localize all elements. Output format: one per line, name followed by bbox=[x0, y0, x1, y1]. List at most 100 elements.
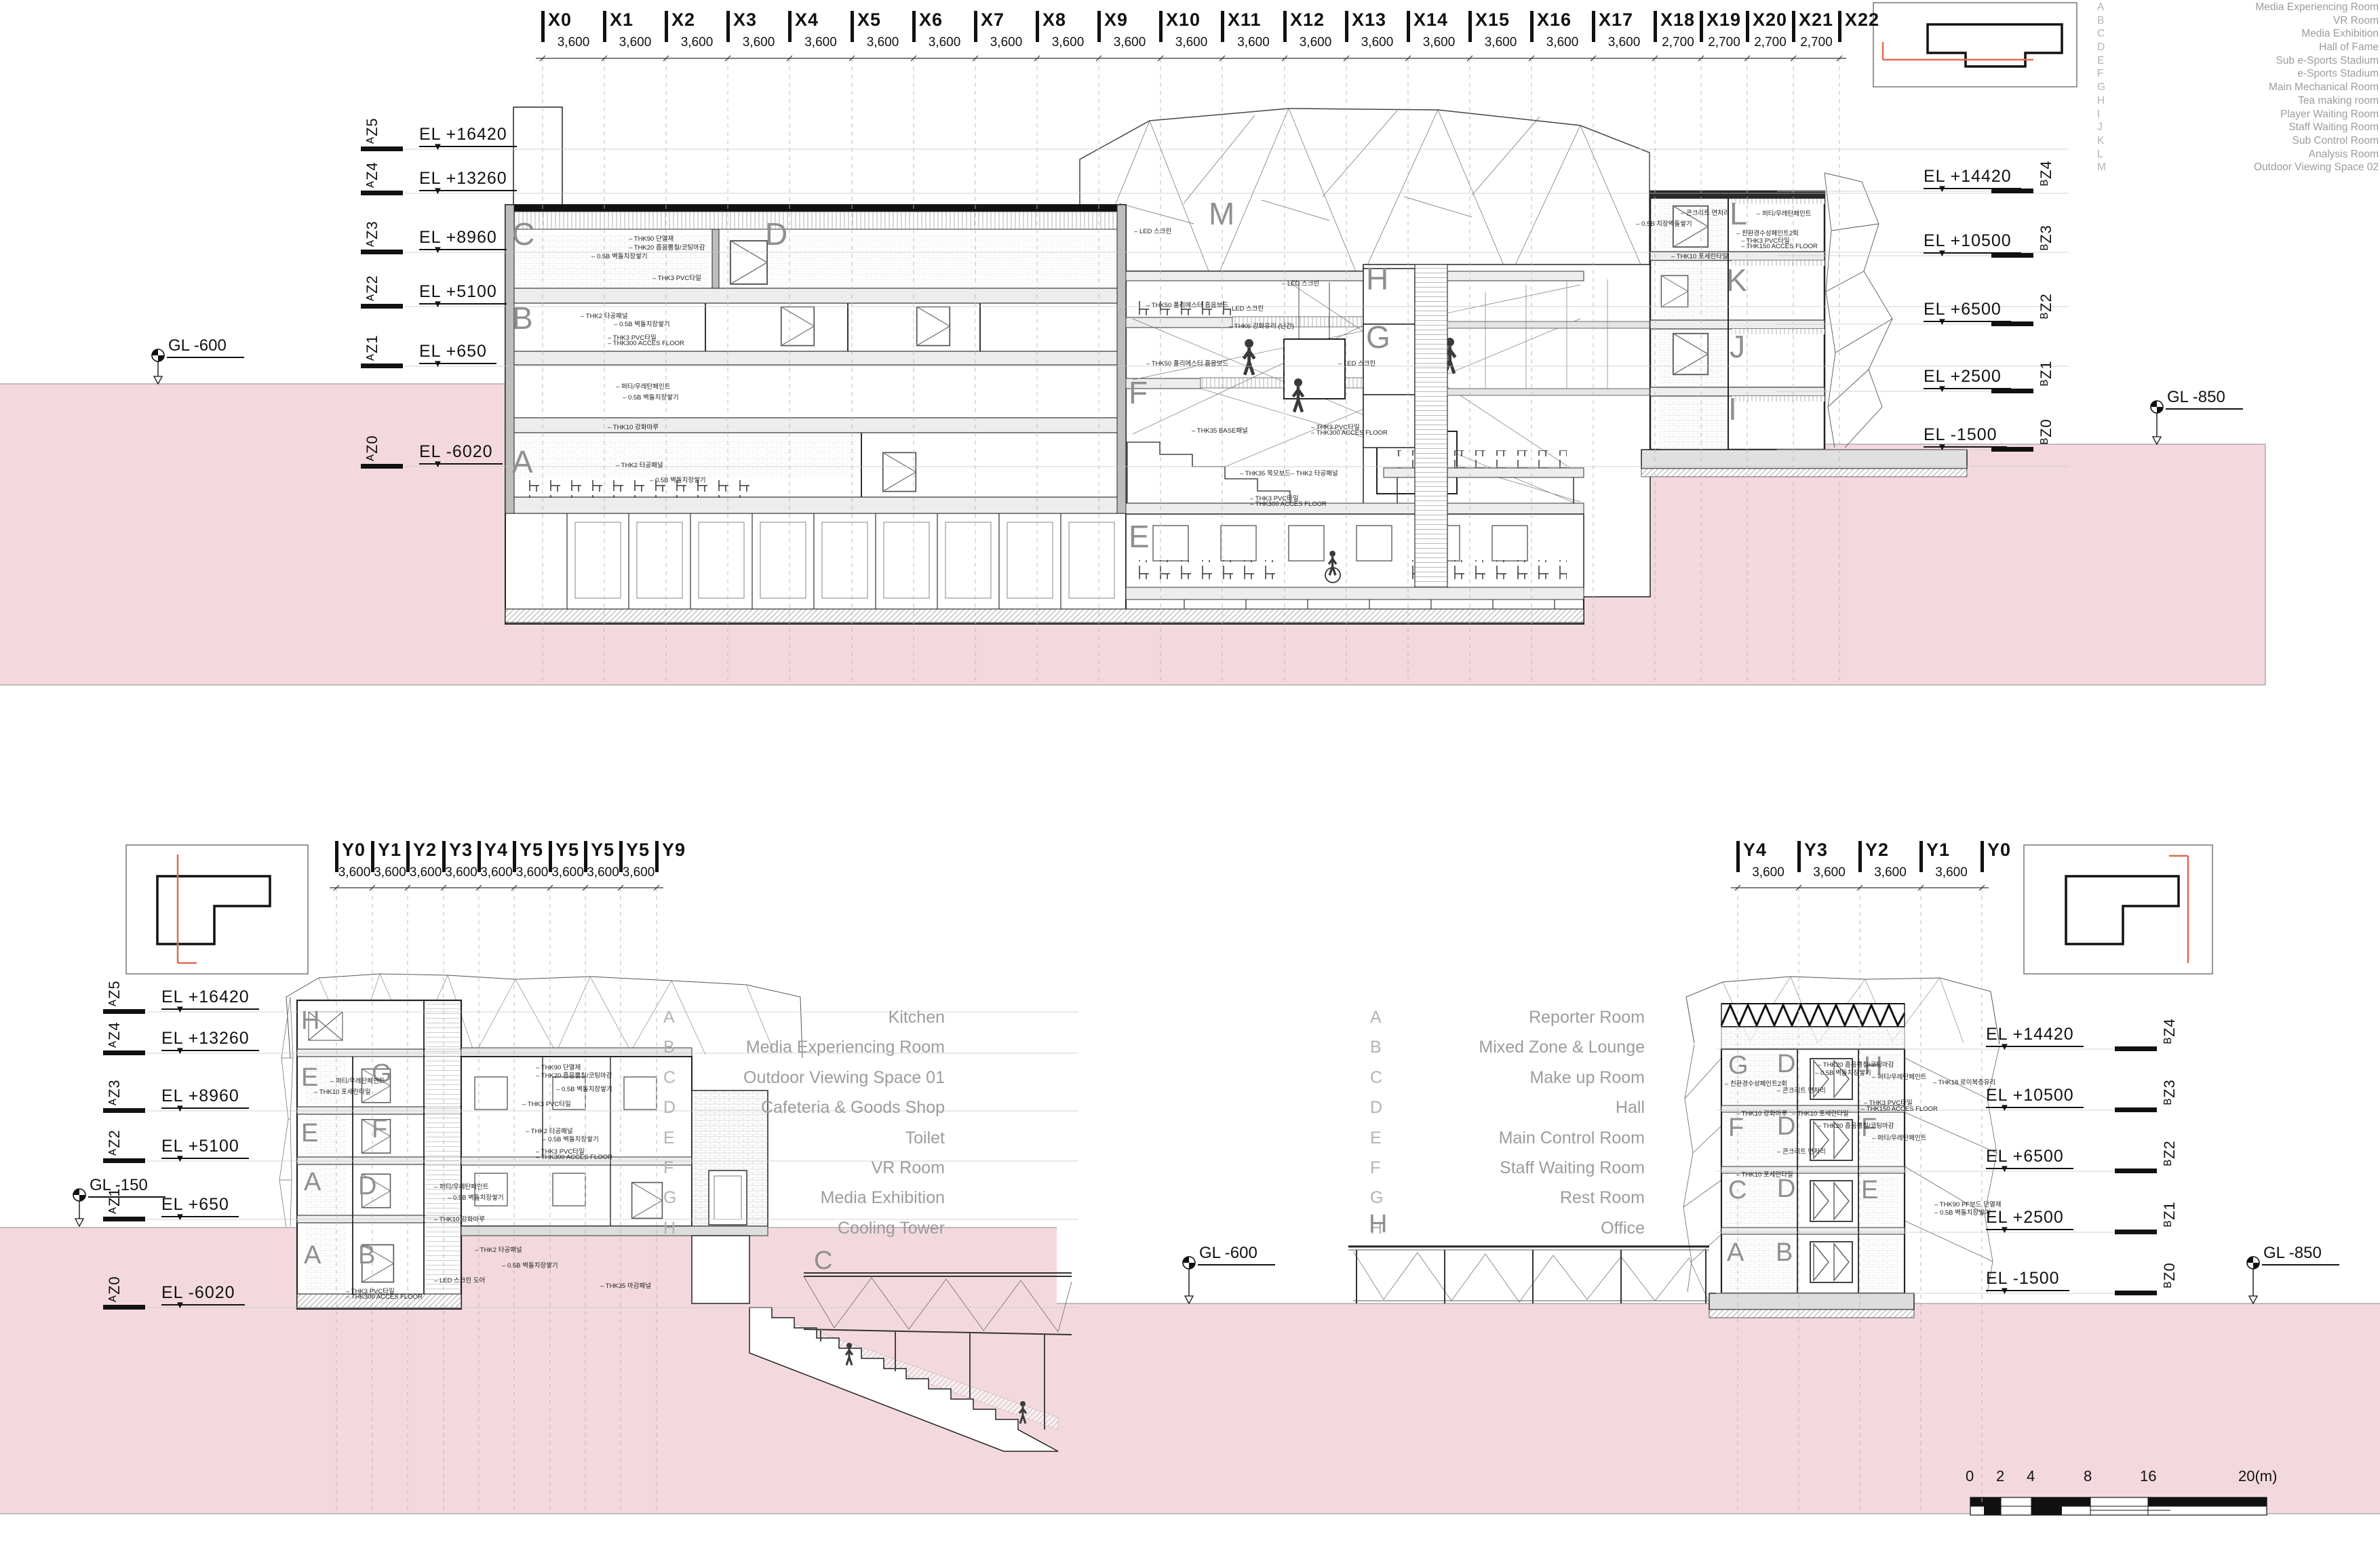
material-annotation: THK150 ACCES FLOOR bbox=[1861, 1105, 1938, 1113]
room-letter-M: M bbox=[1209, 196, 1235, 231]
top-elev-left-label: EL +16420 bbox=[419, 125, 517, 147]
x-grid-dim: 2,700 bbox=[1800, 35, 1833, 50]
bl-elev-left-datum-triangle: ▼ bbox=[175, 1211, 185, 1223]
x-grid-tick bbox=[1468, 11, 1472, 42]
bl-elev-left-label: EL +5100 bbox=[161, 1137, 249, 1159]
material-annotation: 0.5B 벽돌치장쌓기 bbox=[614, 319, 670, 328]
bl-elev-left-datum-triangle: ▼ bbox=[175, 1004, 185, 1015]
top-elev-left-datum-triangle: ▼ bbox=[433, 358, 443, 370]
x-grid-tick bbox=[1700, 11, 1703, 42]
x-grid-label: X12 bbox=[1290, 9, 1325, 30]
y-grid-right-label: Y1 bbox=[1926, 840, 1951, 860]
y-grid-right-tick bbox=[1858, 841, 1862, 872]
br-elev-right-mark-bar bbox=[2115, 1169, 2157, 1173]
br-elev-right-mark: ᴮZ2 bbox=[2161, 1140, 2178, 1166]
material-annotation: THK50 폴리에스터 흡음보드 bbox=[1146, 358, 1229, 368]
legend-key: E bbox=[663, 1128, 675, 1147]
x-grid-label: X8 bbox=[1042, 9, 1067, 30]
x-grid-tick bbox=[1097, 11, 1101, 42]
material-annotation: 콘크리트 면처리 bbox=[1777, 1146, 1826, 1156]
material-annotation: 퍼티/우레탄페인트 bbox=[434, 1181, 489, 1191]
legend-key: M bbox=[2097, 161, 2106, 174]
br-elev-right-datum-triangle: ▼ bbox=[1999, 1163, 2010, 1175]
legend-key: A bbox=[2097, 1, 2105, 13]
x-grid-tick bbox=[1746, 11, 1749, 42]
top-elev-left-mark: ᴬZ0 bbox=[364, 435, 381, 461]
key-plan-bottom-right bbox=[2023, 844, 2213, 975]
x-grid-dim: 3,600 bbox=[1607, 35, 1641, 50]
x-grid-tick bbox=[1592, 11, 1595, 42]
x-grid-dim: 3,600 bbox=[557, 35, 590, 50]
material-annotation: 퍼티/우레탄페인트 bbox=[1757, 208, 1812, 218]
room-letter-F: F bbox=[372, 1115, 388, 1143]
room-letter-F: F bbox=[1728, 1114, 1744, 1142]
legend-value: Hall of Fame bbox=[2319, 41, 2379, 54]
bl-elev-left-label: EL -6020 bbox=[161, 1283, 245, 1305]
y-grid-left-dim: 3,600 bbox=[480, 865, 513, 880]
room-letter-B: B bbox=[1776, 1238, 1793, 1267]
x-grid-tick bbox=[851, 11, 854, 42]
x-grid-dim: 3,600 bbox=[928, 35, 961, 50]
legend-value: Media Exhibition bbox=[820, 1188, 945, 1208]
bl-elev-left-mark: ᴬZ0 bbox=[106, 1276, 123, 1302]
legend-key: B bbox=[2097, 14, 2105, 26]
x-grid-dim: 3,600 bbox=[1175, 35, 1208, 50]
material-annotation: THK10 강화마루 bbox=[434, 1214, 485, 1223]
material-annotation: THK90 단열재 bbox=[629, 233, 674, 243]
y-grid-left-dim: 3,600 bbox=[587, 865, 619, 880]
x-grid-label: X11 bbox=[1228, 9, 1262, 30]
legend-value: Make up Room bbox=[1529, 1067, 1645, 1087]
room-letter-E: E bbox=[301, 1119, 319, 1147]
bl-elev-left-label: EL +650 bbox=[161, 1195, 239, 1217]
gl-marker-br-0-symbol-quadrant bbox=[1183, 1257, 1189, 1263]
x-grid-label: X15 bbox=[1475, 9, 1510, 30]
top-elev-right-datum-triangle: ▼ bbox=[1937, 441, 1947, 453]
y-grid-left-tick bbox=[371, 841, 374, 872]
legend-value: e-Sports Stadium bbox=[2297, 68, 2379, 80]
br-elev-right-mark: ᴮZ3 bbox=[2161, 1079, 2178, 1105]
x-grid-tick bbox=[912, 11, 916, 42]
room-letter-H: H bbox=[301, 1006, 320, 1035]
x-grid-label: X17 bbox=[1599, 9, 1634, 30]
material-annotation: THK3 PVC타일 bbox=[1741, 235, 1790, 245]
br-elev-right-datum-triangle: ▼ bbox=[1999, 1041, 2010, 1053]
y-grid-right-label: Y2 bbox=[1865, 840, 1890, 860]
legend-value: Sub e-Sports Stadium bbox=[2276, 54, 2379, 66]
legend-key: B bbox=[663, 1038, 675, 1057]
x-grid-label: X6 bbox=[919, 9, 943, 30]
top-elev-right-label: EL +6500 bbox=[1924, 300, 2011, 322]
x-grid-dim: 3,600 bbox=[1422, 35, 1456, 50]
x-grid-tick bbox=[1838, 11, 1841, 42]
y-grid-right-dim: 3,600 bbox=[1752, 865, 1784, 880]
top-elev-right-mark: ᴮZ4 bbox=[2037, 160, 2054, 186]
material-annotation: THK150 ACCES FLOOR bbox=[1741, 243, 1818, 250]
room-letter-A: A bbox=[512, 444, 533, 479]
br-elev-right-datum-triangle: ▼ bbox=[1999, 1224, 2010, 1236]
br-elev-right-datum-triangle: ▼ bbox=[1999, 1285, 2010, 1297]
y-grid-right-label: Y4 bbox=[1743, 840, 1768, 860]
top-elev-left-datum-triangle: ▼ bbox=[433, 244, 443, 256]
legend-value: Cooling Tower bbox=[838, 1218, 945, 1238]
material-annotation: THK35 마감패널 bbox=[600, 1280, 651, 1290]
y-grid-left-tick bbox=[619, 841, 623, 872]
material-annotation: THK20 흡음뿜칠/코팅마감 bbox=[1818, 1059, 1894, 1069]
x-grid-dim: 3,600 bbox=[680, 35, 714, 50]
gl-marker-br-1-symbol-quadrant bbox=[2253, 1263, 2259, 1269]
legend-key: B bbox=[1370, 1038, 1382, 1057]
material-annotation: 0.5B 벽돌치장쌓기 bbox=[1934, 1207, 1991, 1217]
y-grid-left-dim: 3,600 bbox=[622, 865, 655, 880]
legend-value: Rest Room bbox=[1559, 1188, 1645, 1208]
room-letter-D: D bbox=[765, 216, 788, 252]
bl-elev-left-mark-bar bbox=[103, 1158, 145, 1163]
room-letter-C: C bbox=[512, 216, 535, 252]
material-annotation: THK3 PVC타일 bbox=[522, 1099, 571, 1108]
